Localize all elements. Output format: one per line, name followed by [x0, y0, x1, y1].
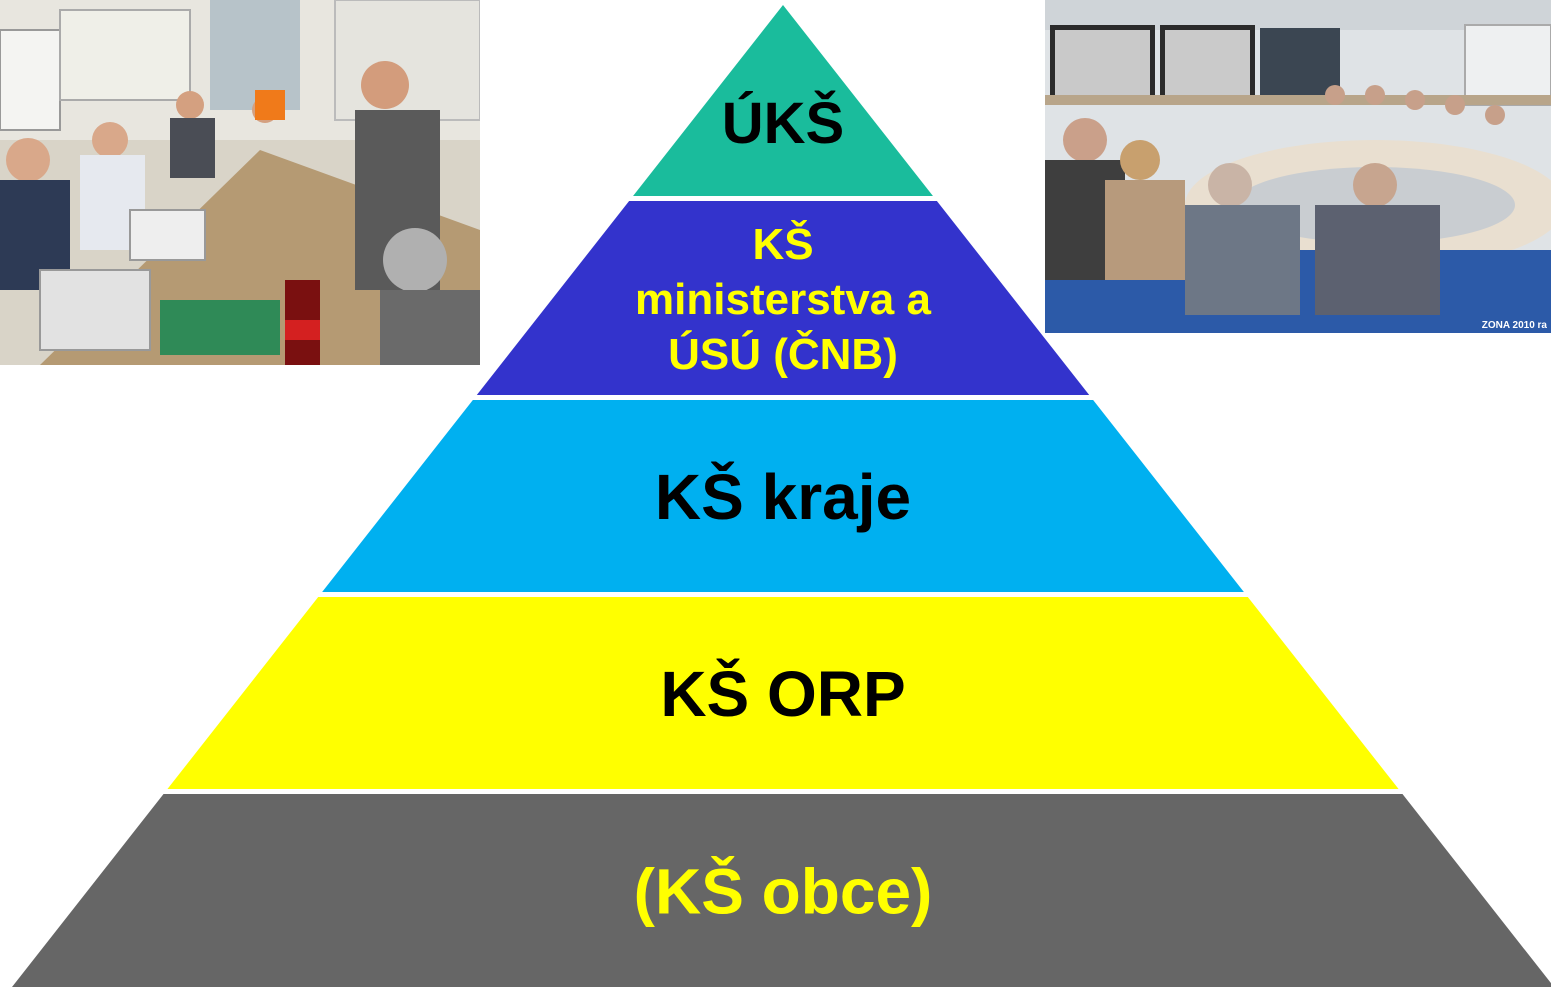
- photo-caption: ZONA 2010 ra: [1481, 320, 1547, 331]
- pyramid-level-5: [12, 794, 1551, 987]
- pyramid-level-1: [633, 5, 933, 196]
- pyramid-level-3-label-line-1: KŠ kraje: [655, 460, 911, 533]
- pyramid-level-2-label-line-2: ministerstva a: [635, 275, 931, 324]
- pyramid-level-3: [322, 400, 1244, 592]
- pyramid-level-1-label-line-1: ÚKŠ: [722, 91, 844, 156]
- pyramid-level-2-label-line-3: ÚSÚ (ČNB): [668, 328, 898, 379]
- conference-photo-image: [1045, 0, 1551, 333]
- photo-crisis-staff-conference: ZONA 2010 ra: [1045, 0, 1551, 333]
- pyramid-level-2-label-line-1: KŠ: [752, 218, 813, 269]
- pyramid-level-4-label-line-1: KŠ ORP: [660, 657, 905, 730]
- photo-crisis-staff-meeting: [0, 0, 480, 365]
- pyramid-level-4: [167, 597, 1399, 789]
- pyramid-level-2: [476, 201, 1090, 395]
- pyramid-level-5-label-line-1: (KŠ obce): [634, 855, 933, 928]
- meeting-photo-image: [0, 0, 480, 365]
